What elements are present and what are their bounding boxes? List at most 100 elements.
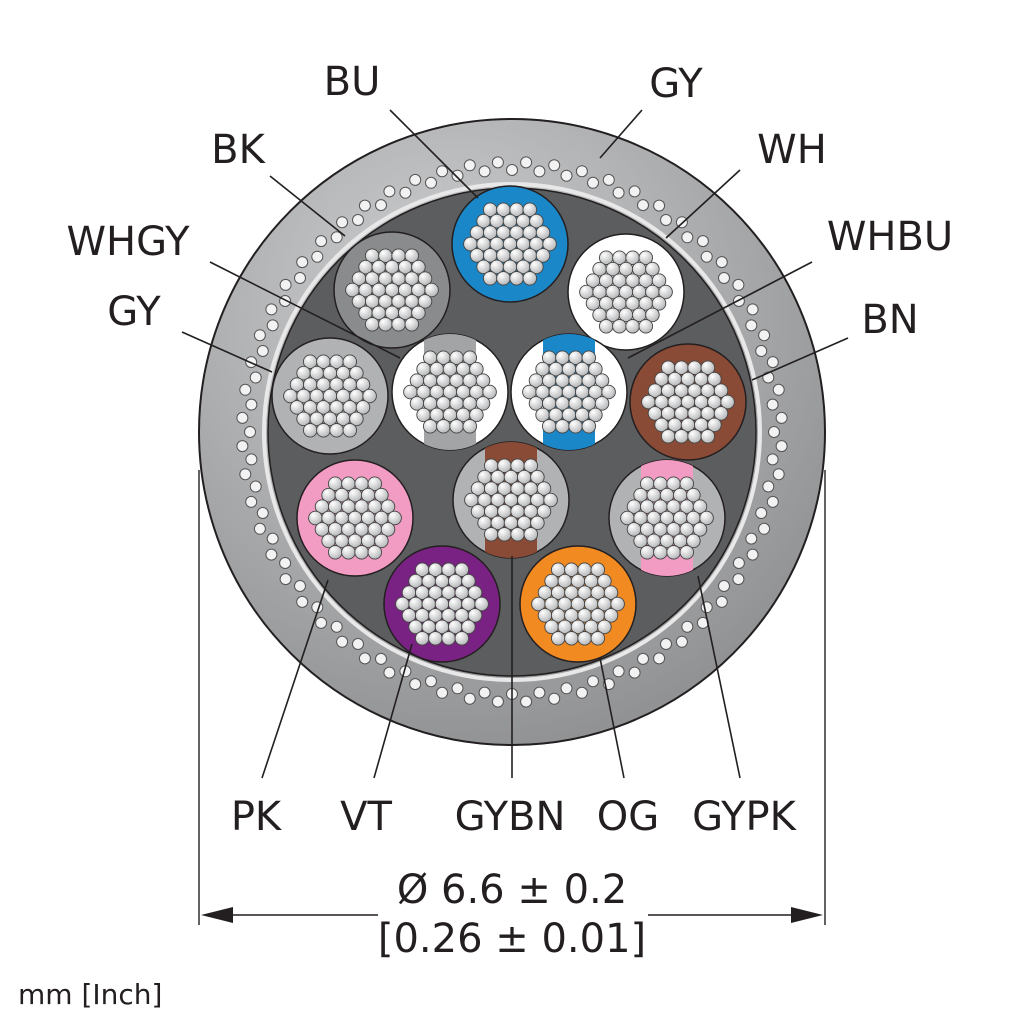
braid-wire [478, 165, 491, 178]
braid-wire [451, 682, 464, 695]
conductor-strand [461, 619, 476, 635]
cores [271, 185, 747, 663]
conductor-strand [700, 360, 716, 375]
braid-wire [548, 692, 561, 705]
braid-wire [409, 173, 422, 186]
core-bu [451, 185, 569, 303]
conductor-strand [302, 423, 318, 438]
core-whgy [391, 333, 509, 451]
braid-wire [660, 638, 672, 650]
label-bn: BN [861, 297, 918, 343]
braid-wire [533, 686, 546, 699]
braid-wire [628, 666, 641, 679]
conductor-strand [374, 533, 389, 549]
braid-wire [715, 256, 728, 269]
braid-wire [766, 356, 779, 369]
braid-wire [718, 272, 730, 284]
conductor-strand [564, 631, 579, 646]
conductor-strand [555, 419, 570, 434]
conductor-strand [645, 307, 660, 323]
conductor-strand [349, 411, 364, 427]
braid-wire [253, 522, 266, 535]
braid-wire [383, 185, 396, 198]
diameter-dimension: Ø 6.6 ± 0.2 [0.26 ± 0.01] [198, 470, 826, 962]
dimension-metric: Ø 6.6 ± 0.2 [397, 867, 627, 913]
braid-wire [772, 468, 785, 481]
conductor-strand [329, 423, 344, 438]
braid-wire [425, 675, 437, 688]
braid-wire [463, 692, 476, 705]
braid-wire [296, 595, 309, 608]
conductor-strand [367, 545, 383, 560]
conductor-strand [475, 396, 491, 411]
conductor-strand [707, 371, 722, 387]
braid-wire [294, 580, 306, 592]
dimension-imperial: [0.26 ± 0.01] [378, 916, 646, 962]
conductor-strand [342, 423, 358, 438]
braid-wire [425, 176, 437, 189]
braid-wire [732, 557, 745, 569]
conductor-strand [588, 361, 603, 377]
conductor-strand [686, 533, 701, 549]
braid-wire [533, 165, 546, 178]
braid-wire [718, 580, 730, 592]
conductor-strand [692, 522, 708, 537]
braid-wire [375, 199, 387, 212]
conductor-strand [651, 273, 667, 288]
label-wh: WH [757, 127, 827, 173]
braid-wire [506, 164, 518, 176]
conductor-strand [378, 317, 393, 332]
conductor-strand [679, 476, 695, 491]
conductor-strand [660, 429, 676, 444]
label-gy: GY [107, 289, 161, 335]
braid-wire [409, 678, 422, 691]
label-og: OG [597, 794, 659, 840]
conductor-strand [367, 476, 383, 491]
braid-wire [746, 548, 759, 561]
conductor-strand [424, 282, 439, 298]
braid-wire [249, 480, 262, 493]
braid-wire [244, 426, 256, 438]
conductor-strand [380, 499, 396, 514]
conductor-strand [523, 527, 539, 542]
braid-wire [436, 165, 449, 178]
conductor-strand [411, 259, 426, 275]
conductor-strand [454, 631, 470, 646]
braid-wire [358, 199, 371, 212]
braid-wire [256, 345, 269, 357]
conductor-strand [387, 510, 402, 526]
conductor-strand [327, 545, 343, 560]
braid-wire [766, 453, 779, 466]
conductor-strand [467, 608, 483, 623]
braid-wire [560, 169, 573, 182]
conductor-strand [638, 319, 654, 334]
conductor-strand [535, 225, 551, 240]
conductor-strand [414, 631, 430, 646]
conductor-strand [720, 394, 735, 410]
braid-wire [681, 231, 694, 244]
conductor-strand [610, 596, 625, 612]
conductor-strand [354, 545, 369, 560]
core-labels: BU GY WH WHBU BN BK WHGY GY PK VT GYBN O… [66, 59, 953, 840]
label-gybn: GYBN [455, 794, 566, 840]
braid-wire [612, 665, 625, 678]
conductor-strand [568, 419, 583, 434]
conductor-strand [713, 406, 729, 421]
conductor-strand [679, 545, 695, 560]
conductor-strand [594, 373, 610, 388]
braid-wire [358, 652, 371, 665]
braid-wire [336, 635, 349, 648]
conductor-strand [342, 354, 358, 369]
braid-wire [279, 573, 292, 586]
braid-wire [762, 480, 775, 493]
conductor-strand [625, 319, 640, 334]
core-whbu [510, 333, 628, 451]
conductor-strand [692, 499, 708, 514]
conductor-strand [699, 510, 714, 526]
braid-wire [575, 686, 588, 699]
braid-wire [239, 383, 252, 396]
conductor-strand [639, 545, 655, 560]
core-wh [567, 233, 685, 351]
core-gybn [452, 441, 570, 559]
conductor-strand [454, 562, 470, 577]
